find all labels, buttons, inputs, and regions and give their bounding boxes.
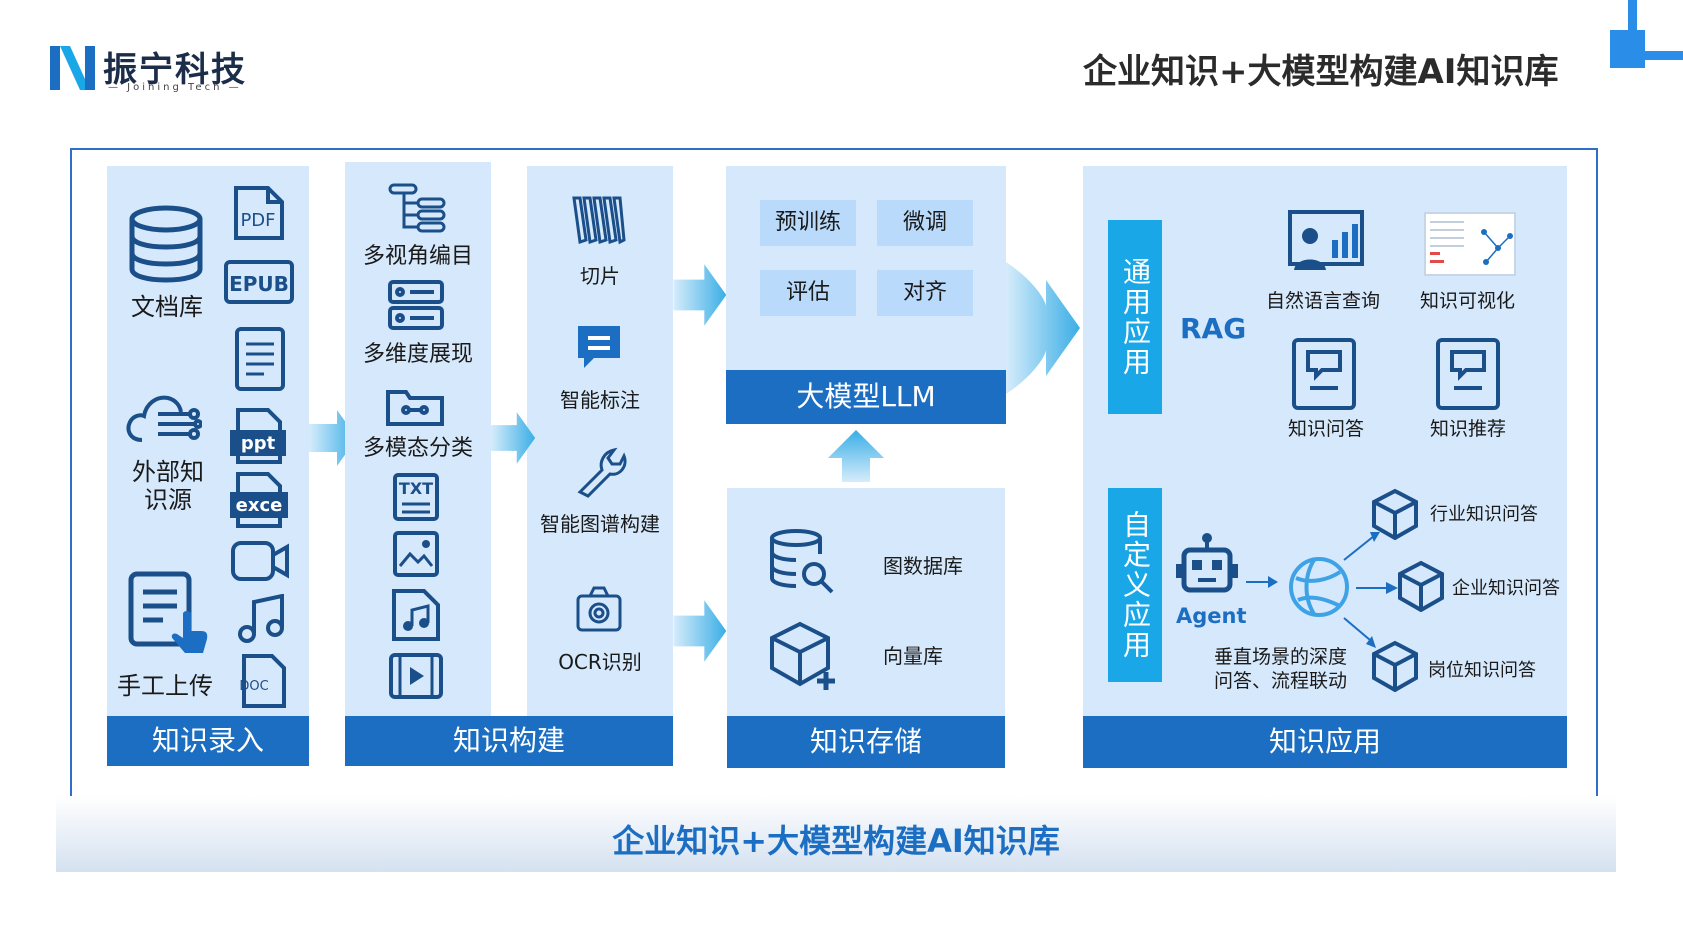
- footer-band: [56, 796, 1616, 872]
- build-item-annotation: 智能标注: [560, 388, 640, 412]
- annotation-icon: [578, 326, 620, 368]
- excel-icon-text: exce: [236, 495, 283, 516]
- document-icon: [235, 327, 285, 391]
- logo-subtitle: — Joining Tech —: [108, 82, 242, 93]
- build-item-multi-dim: 多维度展现: [362, 342, 473, 367]
- arrow-right-icon: [673, 600, 727, 662]
- excel-icon: exce: [230, 472, 288, 528]
- wrench-icon: [577, 447, 627, 498]
- llm-panel: [726, 166, 1006, 370]
- database-icon: [129, 205, 203, 283]
- app-label: 知识应用: [1083, 716, 1567, 768]
- build-item-multi-modal: 多模态分类: [362, 436, 473, 461]
- build-item-slice: 切片: [580, 264, 620, 288]
- page-title: 企业知识+大模型构建AI知识库: [1083, 52, 1559, 92]
- server-icon: [388, 280, 444, 330]
- category-icon: [386, 390, 444, 426]
- txt-file-icon: TXT: [393, 473, 439, 521]
- ocr-camera-icon: [576, 586, 622, 632]
- build-item-graph: 智能图谱构建: [540, 512, 660, 536]
- corner-decoration-outline: [1628, 0, 1683, 60]
- arrow-right-large-icon: [1006, 262, 1080, 394]
- llm-tile-eval: 评估: [760, 270, 856, 316]
- storage-label: 知识存储: [727, 716, 1005, 768]
- build-panel-left: [345, 162, 491, 716]
- arrow-right-small-icon: [1246, 576, 1278, 588]
- build-item-ocr: OCR识别: [558, 650, 642, 674]
- recommend-icon: [1436, 338, 1500, 410]
- arrow-right-icon: [491, 412, 536, 464]
- ppt-icon-text: ppt: [241, 433, 276, 454]
- footer-title: 企业知识+大模型构建AI知识库: [612, 822, 1060, 860]
- visualization-icon: [1424, 212, 1516, 276]
- arrow-right-icon: [673, 264, 727, 326]
- input-label: 知识录入: [107, 716, 309, 766]
- rag-item-nl-query: 自然语言查询: [1266, 290, 1381, 312]
- input-item-doc-library: 文档库: [131, 293, 203, 321]
- ppt-icon: ppt: [230, 408, 286, 464]
- input-item-external-source: 外部知识源: [132, 458, 204, 514]
- llm-tile-pretrain: 预训练: [760, 200, 856, 246]
- agent-desc-line-1: 垂直场景的深度: [1214, 646, 1348, 668]
- cube-icon: [1372, 488, 1418, 540]
- slice-icon: [572, 196, 626, 245]
- graph-database-icon: [770, 529, 834, 594]
- agent-item-industry-qa: 行业知识问答: [1430, 504, 1538, 525]
- agent-label: Agent: [1176, 604, 1247, 628]
- llm-label: 大模型LLM: [726, 370, 1006, 424]
- llm-tile-finetune: 微调: [877, 200, 973, 246]
- agent-desc-line-2: 问答、流程联动: [1214, 670, 1348, 692]
- pdf-icon: PDF: [234, 186, 284, 240]
- cube-icon: [1372, 640, 1418, 692]
- presentation-icon: [1288, 210, 1364, 270]
- manual-upload-icon: [128, 571, 208, 653]
- vector-cube-icon: [770, 621, 835, 690]
- agent-item-enterprise-qa: 企业知识问答: [1452, 578, 1560, 599]
- input-item-manual-upload: 手工上传: [117, 672, 213, 700]
- qa-icon: [1292, 338, 1356, 410]
- rag-item-visualization: 知识可视化: [1420, 290, 1516, 312]
- pdf-icon-text: PDF: [240, 210, 275, 231]
- llm-tile-align: 对齐: [877, 270, 973, 316]
- arrow-up-icon: [828, 430, 884, 482]
- branch-arrows-icon: [1343, 532, 1398, 648]
- doc-icon-text: DOC: [239, 679, 268, 694]
- globe-icon: [1289, 557, 1349, 617]
- txt-icon-text: TXT: [399, 479, 433, 498]
- video-file-icon: [389, 653, 443, 699]
- music-icon: [238, 594, 284, 643]
- rag-item-recommend: 知识推荐: [1430, 418, 1507, 440]
- doc-icon: DOC: [239, 654, 286, 708]
- epub-icon: EPUB: [224, 260, 294, 304]
- tree-icon: [388, 183, 446, 233]
- audio-file-icon: [392, 589, 440, 641]
- agent-item-position-qa: 岗位知识问答: [1428, 660, 1536, 681]
- image-icon: [393, 531, 439, 577]
- logo: [50, 46, 95, 90]
- cloud-network-icon: [126, 395, 202, 442]
- rag-item-qa: 知识问答: [1288, 418, 1365, 440]
- build-label: 知识构建: [345, 716, 673, 766]
- storage-item-graph-db: 图数据库: [883, 554, 963, 578]
- video-camera-icon: [231, 541, 289, 581]
- storage-panel: [727, 488, 1005, 716]
- cube-icon: [1398, 560, 1444, 612]
- corner-decoration: [1610, 30, 1645, 68]
- build-panel-right: [527, 166, 673, 716]
- logo-name: 振宁科技: [103, 50, 247, 90]
- custom-app-bar: 自定义应用: [1108, 488, 1162, 682]
- general-app-bar: 通用应用: [1108, 220, 1162, 414]
- robot-icon: [1176, 533, 1238, 593]
- storage-item-vector-db: 向量库: [883, 644, 943, 668]
- rag-label: RAG: [1180, 312, 1247, 345]
- build-item-multi-view: 多视角编目: [362, 244, 473, 269]
- epub-icon-text: EPUB: [229, 272, 289, 296]
